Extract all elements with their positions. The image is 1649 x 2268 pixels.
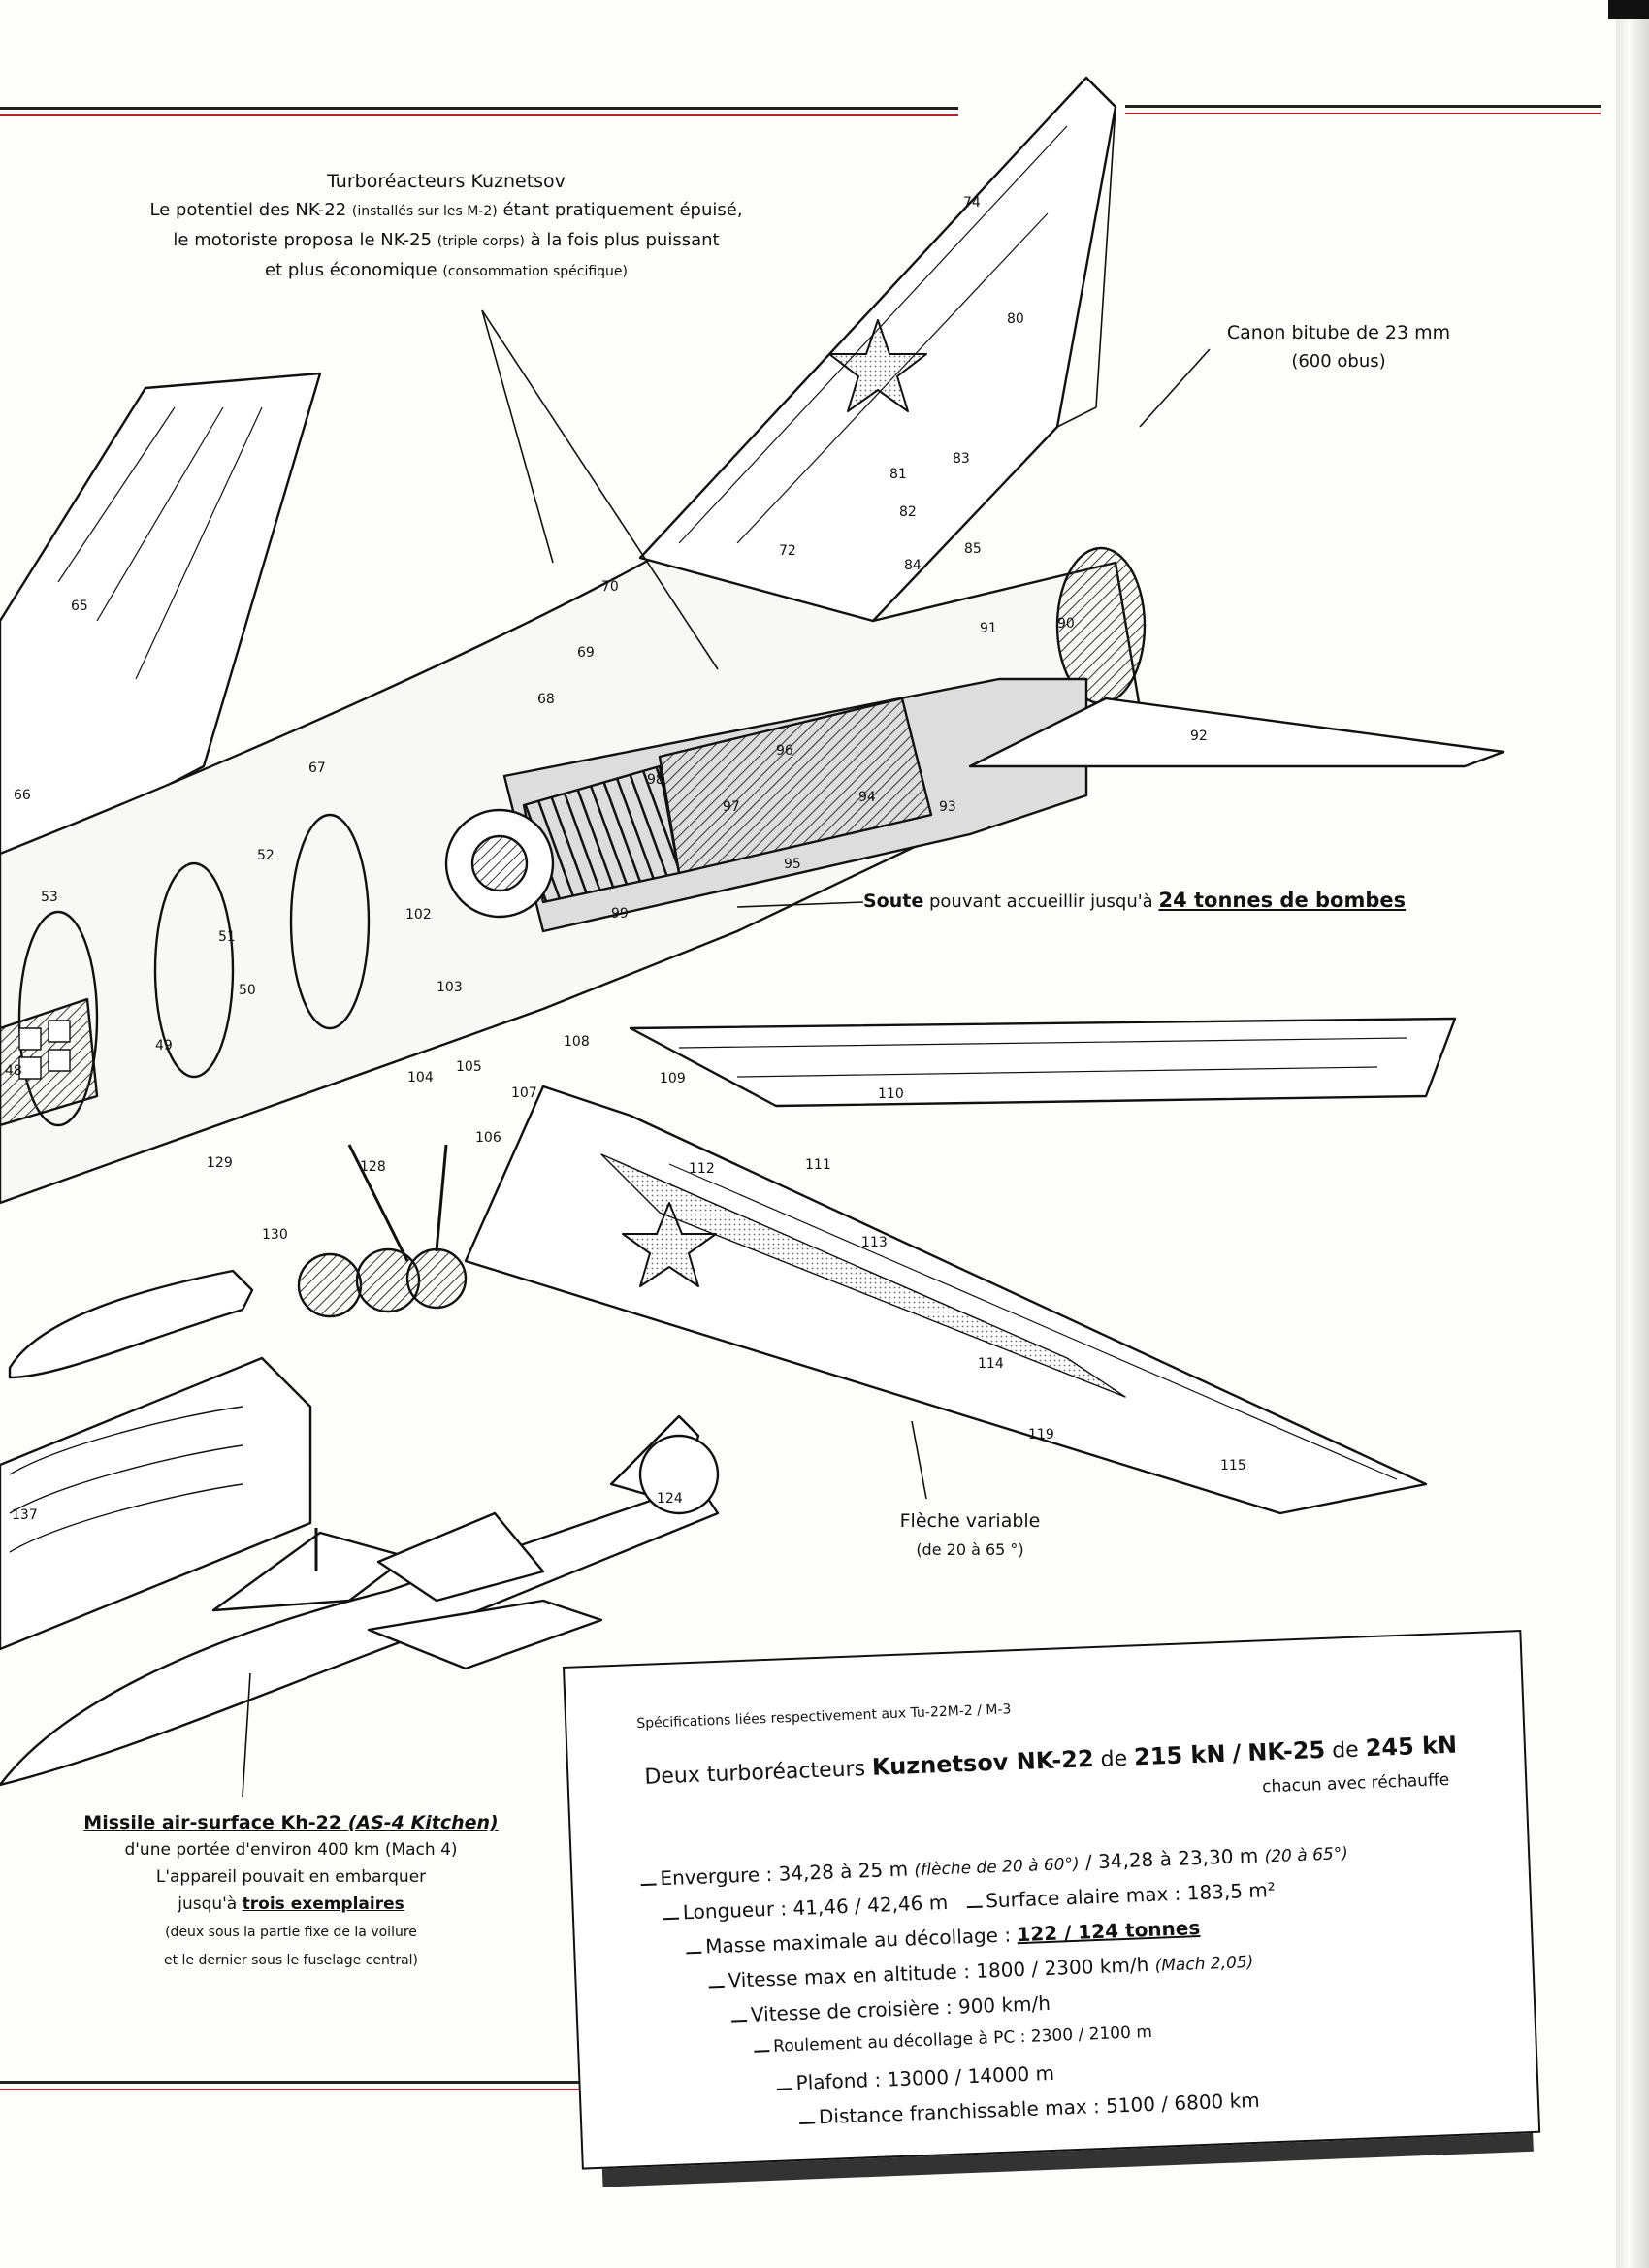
callout-68: 68 bbox=[537, 692, 555, 707]
missile-annotation: Missile air-surface Kh-22 (AS-4 Kitchen)… bbox=[39, 1809, 543, 1974]
callout-82: 82 bbox=[899, 504, 917, 520]
callout-108: 108 bbox=[564, 1034, 590, 1050]
callout-98: 98 bbox=[647, 772, 664, 788]
callout-94: 94 bbox=[858, 790, 876, 805]
callout-124: 124 bbox=[657, 1491, 683, 1507]
callout-48: 48 bbox=[5, 1063, 22, 1079]
callout-93: 93 bbox=[939, 799, 956, 815]
bomb-bay-annotation: Soute pouvant accueillir jusqu'à 24 tonn… bbox=[863, 886, 1406, 917]
callout-70: 70 bbox=[601, 579, 619, 595]
callout-105: 105 bbox=[456, 1059, 482, 1075]
spec-distance: Distance franchissable max : 5100 / 6800… bbox=[799, 2089, 1260, 2129]
callout-92: 92 bbox=[1190, 729, 1208, 744]
callout-80: 80 bbox=[1007, 311, 1024, 327]
spec-croisiere: Vitesse de croisière : 900 km/h bbox=[730, 1992, 1051, 2027]
specs-sub: chacun avec réchauffe bbox=[1261, 1770, 1450, 1798]
callout-49: 49 bbox=[155, 1038, 173, 1053]
callout-102: 102 bbox=[405, 907, 432, 923]
callout-111: 111 bbox=[805, 1157, 831, 1173]
callout-104: 104 bbox=[407, 1070, 434, 1085]
missile-line2: L'appareil pouvait en embarquer bbox=[155, 1867, 427, 1887]
callout-113: 113 bbox=[861, 1235, 888, 1250]
callout-83: 83 bbox=[953, 451, 970, 467]
missile-line4: (deux sous la partie fixe de la voilure bbox=[165, 1925, 417, 1940]
wing-sweep-sub: (de 20 à 65 °) bbox=[916, 1540, 1024, 1559]
page-corner-mark bbox=[1608, 0, 1649, 19]
missile-line5: et le dernier sous le fuselage central) bbox=[163, 1953, 418, 1968]
callout-51: 51 bbox=[218, 929, 236, 945]
bay-middle: pouvant accueillir jusqu'à bbox=[928, 891, 1153, 912]
engines-annotation: Turboréacteurs Kuznetsov Le potentiel de… bbox=[116, 167, 776, 286]
wing-sweep-annotation: Flèche variable (de 20 à 65 °) bbox=[844, 1507, 1096, 1565]
callout-96: 96 bbox=[776, 743, 793, 759]
missile-line1: d'une portée d'environ 400 km (Mach 4) bbox=[124, 1840, 458, 1860]
callout-130: 130 bbox=[262, 1227, 288, 1243]
callout-115: 115 bbox=[1220, 1458, 1246, 1474]
engines-title: Turboréacteurs Kuznetsov bbox=[327, 171, 566, 192]
bay-highlight: 24 tonnes de bombes bbox=[1158, 889, 1406, 912]
wing-sweep-title: Flèche variable bbox=[899, 1510, 1041, 1532]
bay-prefix: Soute bbox=[863, 891, 924, 912]
callout-91: 91 bbox=[980, 621, 997, 636]
callout-137: 137 bbox=[12, 1507, 38, 1523]
specs-intro: Spécifications liées respectivement aux … bbox=[636, 1701, 1012, 1733]
callout-66: 66 bbox=[14, 788, 31, 803]
callout-110: 110 bbox=[878, 1086, 904, 1102]
callout-129: 129 bbox=[207, 1155, 233, 1171]
top-rule-black-right bbox=[1125, 105, 1600, 108]
callout-112: 112 bbox=[689, 1161, 715, 1177]
engines-line2: le motoriste proposa le NK-25 (triple co… bbox=[173, 230, 720, 250]
callout-84: 84 bbox=[904, 558, 922, 573]
top-rule-black-left bbox=[0, 107, 958, 110]
callout-107: 107 bbox=[511, 1085, 537, 1101]
engines-line3: et plus économique (consommation spécifi… bbox=[265, 260, 628, 280]
callout-90: 90 bbox=[1057, 616, 1075, 632]
callout-72: 72 bbox=[779, 543, 796, 559]
bottom-rule-red bbox=[0, 2089, 660, 2090]
callout-103: 103 bbox=[436, 980, 463, 995]
callout-50: 50 bbox=[239, 983, 256, 998]
bottom-rule-black bbox=[0, 2081, 660, 2084]
top-rule-red-left bbox=[0, 114, 958, 116]
callout-114: 114 bbox=[978, 1356, 1004, 1372]
cannon-title: Canon bitube de 23 mm bbox=[1226, 322, 1451, 343]
spec-masse: Masse maximale au décollage : 122 / 124 … bbox=[686, 1916, 1201, 1959]
callout-67: 67 bbox=[308, 761, 326, 776]
callout-53: 53 bbox=[41, 890, 58, 905]
missile-line3: jusqu'à trois exemplaires bbox=[178, 1895, 404, 1914]
callout-81: 81 bbox=[889, 467, 907, 482]
engines-line1: Le potentiel des NK-22 (installés sur le… bbox=[149, 200, 743, 220]
specs-box: Spécifications liées respectivement aux … bbox=[563, 1630, 1541, 2170]
callout-95: 95 bbox=[784, 857, 801, 872]
callout-69: 69 bbox=[577, 645, 595, 661]
callout-99: 99 bbox=[611, 906, 629, 922]
spec-roulement: Roulement au décollage à PC : 2300 / 210… bbox=[754, 2023, 1152, 2057]
callout-65: 65 bbox=[71, 599, 88, 614]
callout-numbers: 74 80 81 82 83 84 85 90 91 92 93 94 95 96 97 98 99 102 103… bbox=[5, 195, 1246, 1523]
callout-74: 74 bbox=[963, 195, 981, 211]
callout-85: 85 bbox=[964, 541, 982, 557]
missile-title: Missile air-surface Kh-22 (AS-4 Kitchen) bbox=[83, 1812, 499, 1833]
callout-97: 97 bbox=[723, 799, 740, 815]
callout-52: 52 bbox=[257, 848, 275, 863]
cannon-sub: (600 obus) bbox=[1291, 351, 1386, 372]
callout-119: 119 bbox=[1028, 1427, 1054, 1442]
cannon-annotation: Canon bitube de 23 mm (600 obus) bbox=[1203, 318, 1474, 376]
callout-106: 106 bbox=[475, 1130, 501, 1146]
callout-128: 128 bbox=[360, 1159, 386, 1175]
callout-109: 109 bbox=[660, 1071, 686, 1086]
aircraft-cutaway-drawing: 74 80 81 82 83 84 85 90 91 92 93 94 95 96 97 98 99 102 103… bbox=[0, 76, 1505, 1798]
spec-plafond: Plafond : 13000 / 14000 m bbox=[776, 2061, 1054, 2095]
page-edge-shadow bbox=[1616, 0, 1649, 2268]
top-rule-red-right bbox=[1125, 113, 1600, 114]
spec-vitesse-max: Vitesse max en altitude : 1800 / 2300 km… bbox=[708, 1949, 1254, 1993]
